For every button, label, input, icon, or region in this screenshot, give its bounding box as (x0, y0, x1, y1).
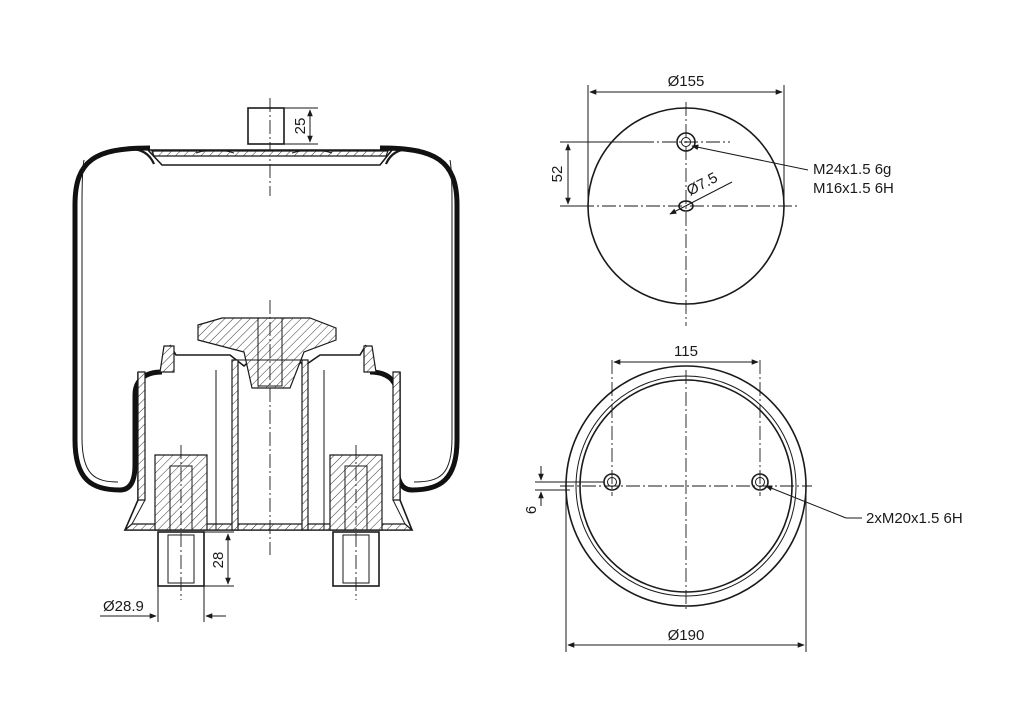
dim-hole-spacing-label: 115 (674, 343, 698, 360)
thread-callout-line2: M16x1.5 6H (813, 180, 894, 197)
top-plate (119, 147, 421, 166)
mount-hole-right (751, 473, 769, 491)
dim-stud-height-label: 25 (292, 118, 309, 135)
dim-mount-stud-length: 28 (204, 531, 234, 587)
dim-top-diameter: Ø155 (587, 73, 785, 206)
left-mount-stud (154, 445, 208, 600)
thread-callout-line1: M24x1.5 6g (813, 161, 891, 178)
dim-hole-spacing: 115 (613, 343, 759, 365)
dim-base-diameter-label: Ø190 (668, 627, 705, 644)
dim-stud-height: 25 (284, 107, 318, 145)
top-stud (247, 98, 285, 196)
dim-top-diameter-label: Ø155 (668, 73, 705, 90)
dim-mount-stud-length-label: 28 (210, 552, 227, 569)
thread-callout-top: M24x1.5 6g M16x1.5 6H (691, 144, 894, 197)
dim-bottom-offset-label: 6 (523, 506, 540, 514)
dim-top-offset: 52 (549, 141, 640, 207)
thread-callout-bottom: 2xM20x1.5 6H (765, 485, 963, 527)
piston (123, 300, 414, 555)
dim-top-offset-label: 52 (549, 166, 566, 183)
bottom-plan-view: 115 6 Ø190 2xM20x1.5 6H (523, 343, 963, 652)
top-plan-view: Ø155 52 Ø7.5 M24x1.5 6g M16x1.5 6H (549, 73, 894, 326)
stud-hole (676, 132, 696, 152)
dim-mount-stud-diameter: Ø28.9 (100, 586, 226, 622)
dim-pin-hole-label: Ø7.5 (684, 169, 721, 199)
pin-hole (678, 200, 694, 212)
dim-bottom-offset: 6 (523, 466, 604, 514)
side-section-view: 25 28 Ø28.9 (72, 98, 460, 622)
dim-base-diameter: Ø190 (565, 486, 807, 652)
thread-callout-bottom-label: 2xM20x1.5 6H (866, 510, 963, 527)
dim-mount-stud-diameter-label: Ø28.9 (103, 598, 144, 615)
right-mount-stud (329, 445, 383, 600)
